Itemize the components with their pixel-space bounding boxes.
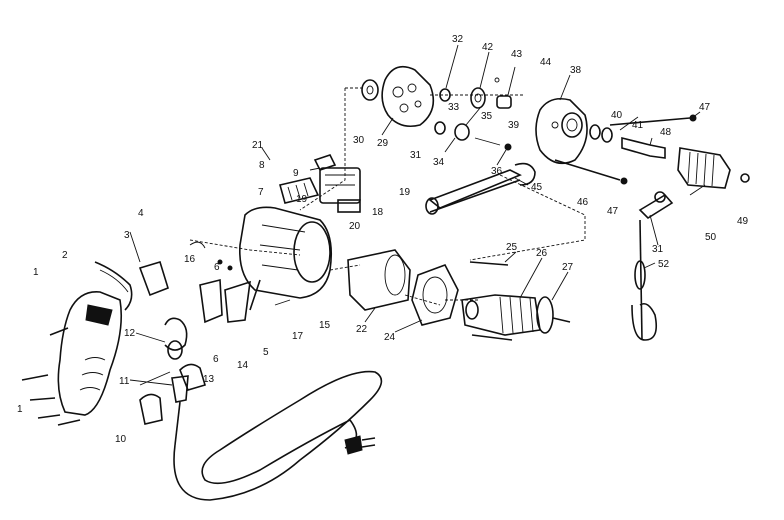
part-label-16: 16: [184, 254, 196, 265]
part-label-14: 14: [237, 360, 249, 371]
field-part-22: [347, 249, 411, 311]
part-label-4: 4: [138, 208, 144, 219]
part-label-26: 26: [536, 248, 548, 259]
part-label-31-key: 31: [652, 244, 664, 255]
part-label-50: 50: [705, 232, 717, 243]
part-label-20: 20: [349, 221, 361, 232]
chuck-key-part-51: [638, 191, 674, 220]
part-label-47-lower: 47: [607, 206, 619, 217]
armature-part-26: [461, 294, 541, 336]
part-label-19: 19: [296, 194, 308, 205]
part-label-18: 18: [372, 207, 384, 218]
part-label-43: 43: [511, 49, 523, 60]
part-label-39: 39: [508, 120, 520, 131]
part-label-47: 47: [699, 102, 711, 113]
part-label-1-lower: 1: [17, 404, 23, 415]
part-label-2: 2: [62, 250, 68, 261]
part-label-49: 49: [737, 216, 749, 227]
strain-relief-part-11: [171, 375, 189, 446]
part-label-34: 34: [433, 157, 445, 168]
handle-part-1: [57, 291, 123, 416]
part-label-21: 21: [252, 140, 264, 151]
part-label-12: 12: [124, 328, 136, 339]
switch-assembly: [279, 154, 361, 213]
part-label-5: 5: [263, 347, 269, 358]
side-handle-part-45: [425, 162, 536, 215]
screws: [554, 114, 750, 185]
part-label-46: 46: [577, 197, 589, 208]
switch-part-3: [94, 261, 169, 311]
part-label-35: 35: [481, 111, 493, 122]
part-label-8: 8: [259, 160, 265, 171]
part-label-40: 40: [611, 110, 623, 121]
spindle-part-48: [589, 124, 666, 159]
gear-train-parts: [434, 77, 512, 151]
brush-holder-parts: [164, 278, 251, 391]
part-label-24: 24: [384, 332, 396, 343]
screw-part-25: [469, 261, 513, 341]
label-leaders: [129, 44, 706, 386]
part-label-31: 31: [410, 150, 422, 161]
part-label-38: 38: [570, 65, 582, 76]
part-label-9: 9: [293, 168, 299, 179]
part-label-45: 45: [531, 182, 543, 193]
part-label-7: 7: [258, 187, 264, 198]
part-label-22: 22: [356, 324, 368, 335]
part-label-10: 10: [115, 434, 127, 445]
cord-guard-part-10: [139, 393, 163, 425]
small-hardware: [189, 167, 321, 306]
part-label-52: 52: [658, 259, 670, 270]
part-label-29: 29: [377, 138, 389, 149]
assembly-leader-lines: [189, 87, 586, 306]
gear-case-part-29: [381, 65, 435, 128]
part-label-1: 1: [33, 267, 39, 278]
handle-screws: [21, 327, 81, 426]
part-label-41: 41: [632, 120, 644, 131]
part-label-17: 17: [292, 331, 304, 342]
part-number-labels: 32 42 43 44 38 47 30 29 33 35 39 40 41 4…: [17, 34, 749, 445]
part-label-3: 3: [124, 230, 130, 241]
bearing-part-27: [536, 296, 571, 334]
gear-housing-part-38: [535, 97, 588, 165]
motor-housing-part-15: [238, 206, 333, 311]
baffle-part-24: [411, 264, 459, 326]
part-label-15: 15: [319, 320, 331, 331]
part-label-13: 13: [203, 374, 215, 385]
bearing-part-30: [361, 79, 379, 101]
part-label-48: 48: [660, 127, 672, 138]
part-label-42: 42: [482, 42, 494, 53]
part-label-30: 30: [353, 135, 365, 146]
part-label-44: 44: [540, 57, 552, 68]
part-label-19-handle: 19: [399, 187, 411, 198]
part-label-6: 6: [214, 262, 220, 273]
key-holder-part-52: [631, 219, 658, 341]
part-label-33: 33: [448, 102, 460, 113]
part-label-27: 27: [562, 262, 574, 273]
part-label-11: 11: [119, 376, 130, 387]
part-label-25: 25: [506, 242, 518, 253]
part-label-36: 36: [491, 166, 503, 177]
power-cord: [173, 370, 383, 501]
part-label-6-lower: 6: [213, 354, 219, 365]
chuck-part-50: [677, 147, 731, 189]
part-label-32: 32: [452, 34, 464, 45]
